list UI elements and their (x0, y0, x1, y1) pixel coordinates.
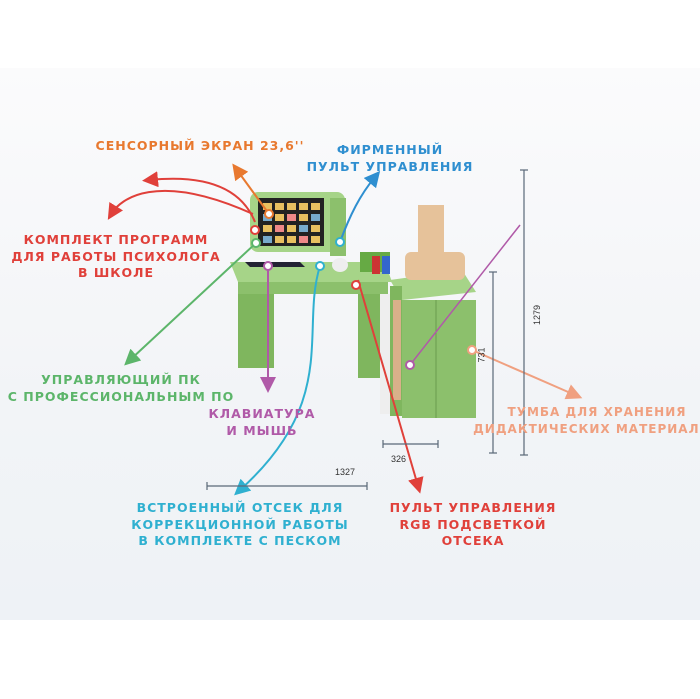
background-band (0, 68, 700, 620)
sand-arrow (234, 265, 321, 496)
cabinet-depth-dimension: 326 (391, 454, 407, 464)
toys (360, 205, 465, 280)
remote-arrow (339, 170, 381, 243)
software-arrow (142, 171, 256, 223)
total-height-dimension: 1279 (532, 304, 543, 326)
pc-arrow (124, 242, 257, 366)
remote (332, 258, 348, 272)
desk (230, 262, 392, 414)
cabinet (390, 270, 476, 418)
touchscreen-label: СЕНСОРНЫЙ ЭКРАН 23,6'' (95, 138, 305, 153)
keyboard (245, 262, 305, 267)
touchscreen-arrow (232, 163, 270, 215)
dimension-lines (206, 169, 528, 490)
monitor (245, 192, 348, 272)
cabinet-height-dimension: 731 (476, 347, 487, 363)
rgb-arrow (357, 279, 424, 494)
width-dimension: 1327 (335, 467, 356, 477)
